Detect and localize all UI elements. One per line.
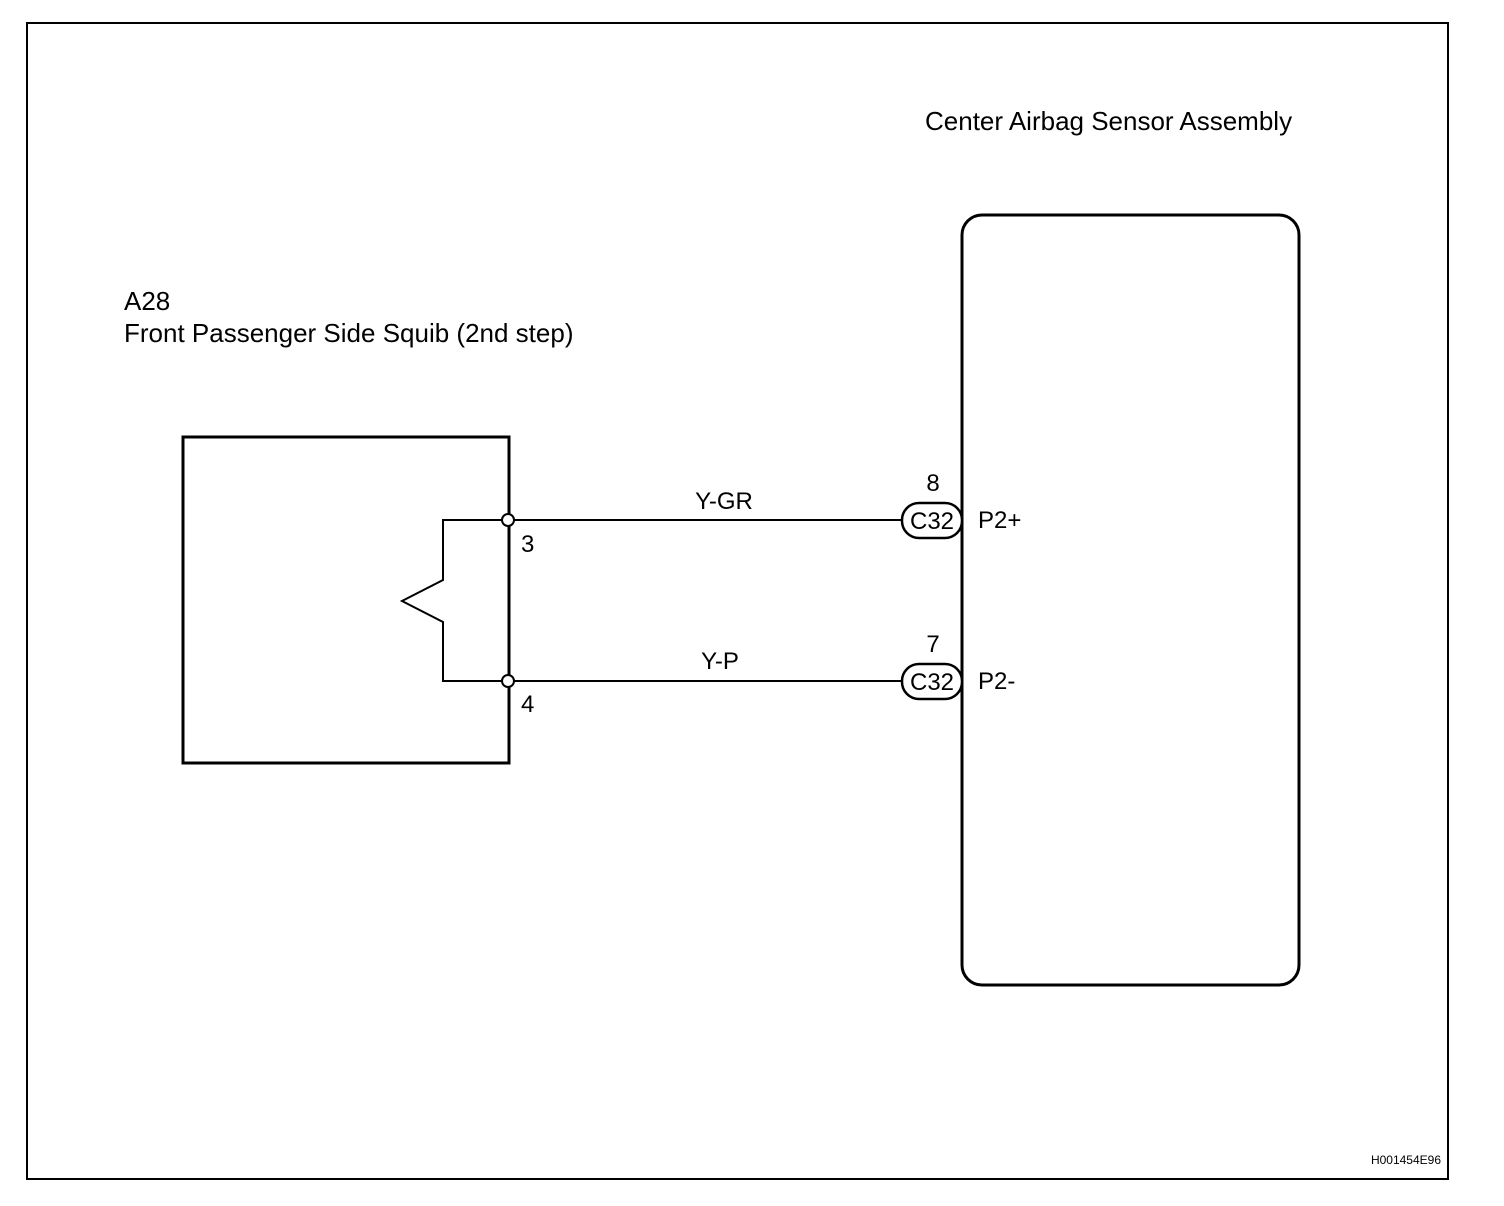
squib-pin-3-label: 3: [521, 531, 534, 558]
sensor-assembly-title: Center Airbag Sensor Assembly: [925, 106, 1292, 136]
squib-box: [181, 435, 511, 765]
wire-color-y-p: Y-P: [701, 648, 739, 675]
squib-name: Front Passenger Side Squib (2nd step): [124, 318, 573, 348]
squib-code: A28: [124, 286, 170, 316]
connector-c32-top: [900, 501, 964, 540]
connector-c32-bottom: [900, 662, 964, 701]
figure-id: H001454E96: [1371, 1153, 1441, 1167]
squib-terminal-3: [501, 513, 515, 527]
sensor-terminal-p2-plus: P2+: [978, 507, 1021, 534]
squib-terminal-4: [501, 674, 515, 688]
sensor-assembly-box: [960, 213, 1301, 987]
squib-element-symbol: [399, 519, 508, 682]
sensor-terminal-p2-minus: P2-: [978, 668, 1015, 695]
connector-c32-bottom-label: C32: [910, 669, 954, 696]
squib-pin-4-label: 4: [521, 691, 534, 718]
connector-c32-top-label: C32: [910, 508, 954, 535]
wire-color-y-gr: Y-GR: [695, 488, 753, 515]
connector-pin-8: 8: [926, 470, 939, 497]
connector-pin-7: 7: [926, 631, 939, 658]
diagram-frame: [26, 22, 1449, 1180]
